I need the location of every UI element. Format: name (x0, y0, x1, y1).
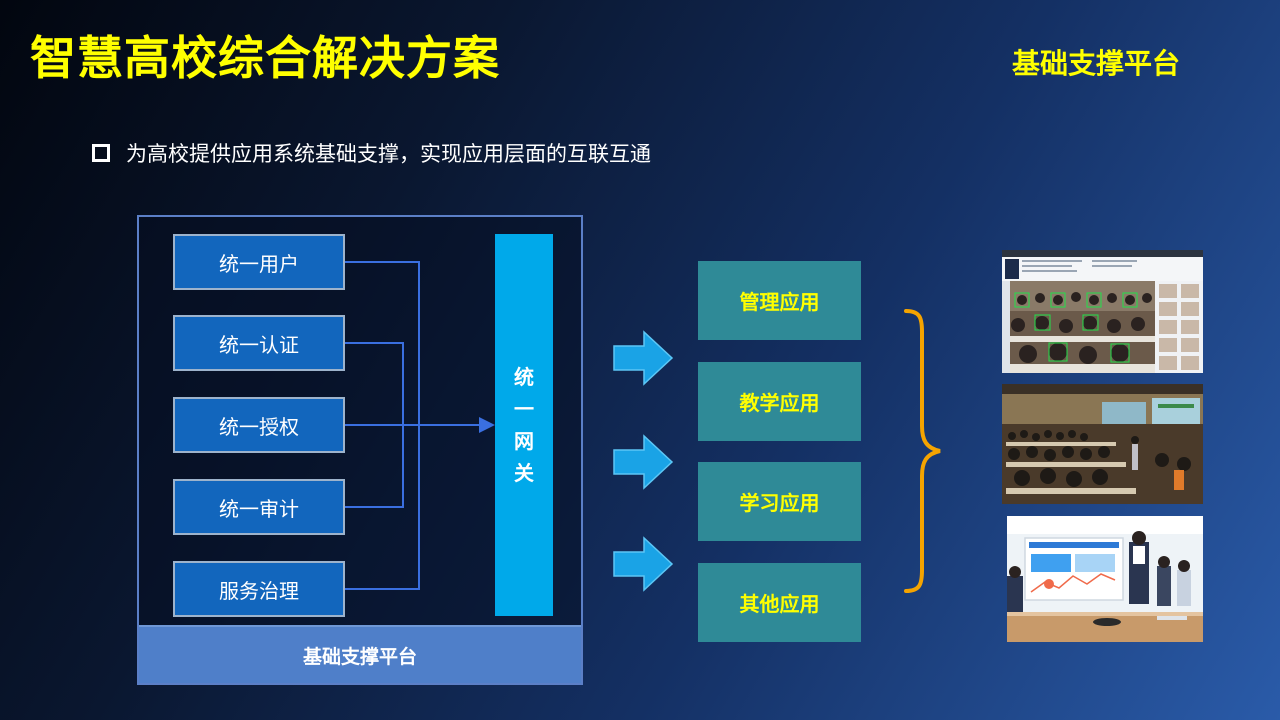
gateway-char: 关 (514, 461, 534, 485)
right-arrow-icon (613, 536, 674, 592)
service-governance: 服务治理 (173, 561, 345, 617)
unified-gateway: 统 一 网 关 (495, 234, 553, 616)
service-unified-auth: 统一认证 (173, 315, 345, 371)
meeting-presentation-image (1007, 516, 1203, 642)
service-unified-audit: 统一审计 (173, 479, 345, 535)
lecture-hall-image (1002, 384, 1203, 504)
gateway-char: 网 (514, 429, 534, 453)
bullet-point: 为高校提供应用系统基础支撑，实现应用层面的互联互通 (92, 138, 651, 168)
right-arrow-icon (613, 330, 674, 386)
hollow-square-icon (92, 144, 110, 162)
connector-lines (345, 261, 495, 590)
gateway-char: 统 (514, 365, 534, 389)
app-learning: 学习应用 (698, 462, 861, 541)
section-label: 基础支撑平台 (1012, 47, 1181, 80)
curly-brace-icon (904, 309, 941, 593)
service-unified-user: 统一用户 (173, 234, 345, 290)
app-other: 其他应用 (698, 563, 861, 642)
service-unified-authorization: 统一授权 (173, 397, 345, 453)
bullet-text: 为高校提供应用系统基础支撑，实现应用层面的互联互通 (126, 142, 651, 166)
app-management: 管理应用 (698, 261, 861, 340)
foundation-platform-panel: 统一用户 统一认证 统一授权 统一审计 服务治理 统 一 网 关 基础支撑平台 (137, 215, 583, 685)
slide-title: 智慧高校综合解决方案 (30, 31, 500, 85)
gateway-char: 一 (514, 397, 534, 421)
right-arrow-icon (613, 434, 674, 490)
classroom-monitoring-image (1002, 250, 1203, 373)
platform-footer-label: 基础支撑平台 (139, 625, 581, 683)
app-teaching: 教学应用 (698, 362, 861, 441)
